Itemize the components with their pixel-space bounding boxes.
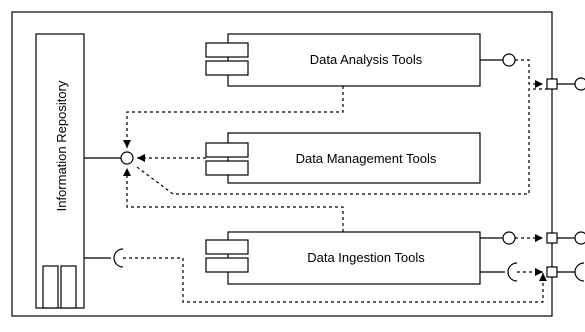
repository-port-right (60, 265, 77, 309)
analysis-label: Data Analysis Tools (310, 52, 423, 67)
repository-box (35, 33, 85, 309)
ingestion-to-repository-dependency (123, 168, 344, 232)
repository-socket-dependency (123, 257, 547, 303)
management-label: Data Management Tools (296, 151, 437, 166)
ingestion-external-socket (574, 262, 585, 282)
ingestion-required-boundary-port (546, 266, 558, 278)
analysis-external-ball (574, 77, 585, 91)
information-repository: Information Repository (35, 33, 85, 309)
ingestion-provided-boundary-port (546, 232, 558, 244)
analysis-port-bottom (205, 60, 249, 76)
analysis-interface-ball (502, 53, 516, 67)
ingestion-port-top (205, 239, 249, 255)
data-management-tools: Data Management Tools (205, 132, 481, 184)
central-interface-ball (120, 151, 134, 165)
management-box (227, 132, 481, 184)
repository-label: Information Repository (54, 80, 69, 211)
ingestion-socket (507, 262, 518, 282)
repository-port-left (42, 265, 59, 309)
ingestion-box (227, 231, 481, 285)
ingestion-interface-ball (502, 231, 516, 245)
analysis-to-repository-dependency (123, 86, 344, 148)
analysis-interface-dependency (515, 59, 543, 88)
ingestion-port-bottom (205, 257, 249, 273)
analysis-boundary-port (546, 78, 558, 90)
repository-socket (113, 248, 124, 268)
data-ingestion-tools: Data Ingestion Tools (205, 231, 481, 285)
management-port-top (205, 142, 249, 158)
data-analysis-tools: Data Analysis Tools (205, 33, 481, 87)
management-feedback-dependency (136, 88, 547, 195)
analysis-box (227, 33, 481, 87)
management-port-bottom (205, 160, 249, 176)
ingestion-external-provided-ball (574, 231, 585, 245)
ingestion-label: Data Ingestion Tools (307, 250, 425, 265)
analysis-port-top (205, 42, 249, 58)
